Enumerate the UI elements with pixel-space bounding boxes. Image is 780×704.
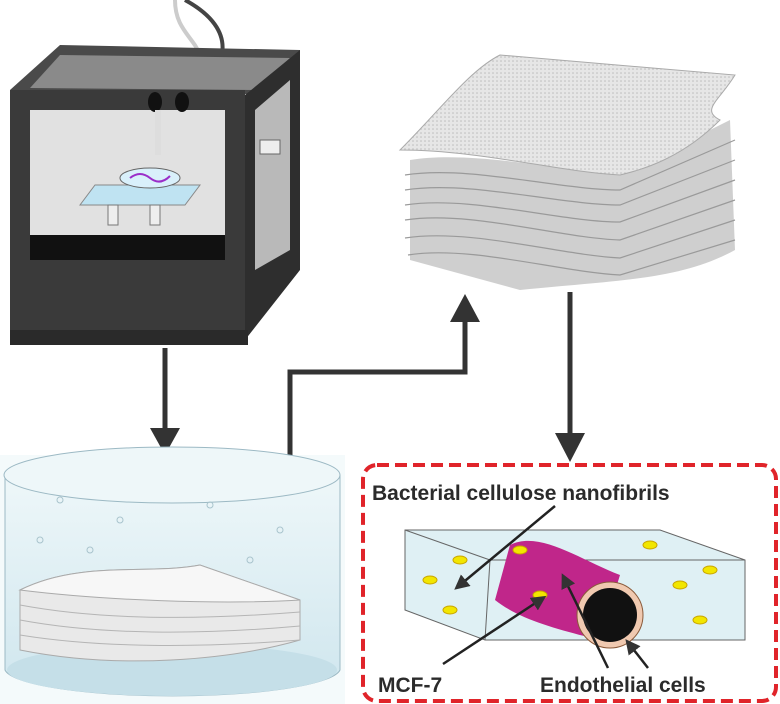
arrow-dish-to-sheets xyxy=(287,320,468,462)
3d-printer-illustration xyxy=(10,0,300,345)
label-mcf7: MCF-7 xyxy=(378,674,442,697)
label-endothelial-cells: Endothelial cells xyxy=(540,674,706,697)
culture-dish-illustration xyxy=(0,446,345,704)
flow-arrows xyxy=(150,292,585,462)
label-bacterial-cellulose-nanofibrils: Bacterial cellulose nanofibrils xyxy=(372,482,670,505)
tumor-model-panel: Bacterial cellulose nanofibrils MCF-7 En… xyxy=(361,463,778,703)
stacked-cellulose-sheets xyxy=(398,54,736,290)
